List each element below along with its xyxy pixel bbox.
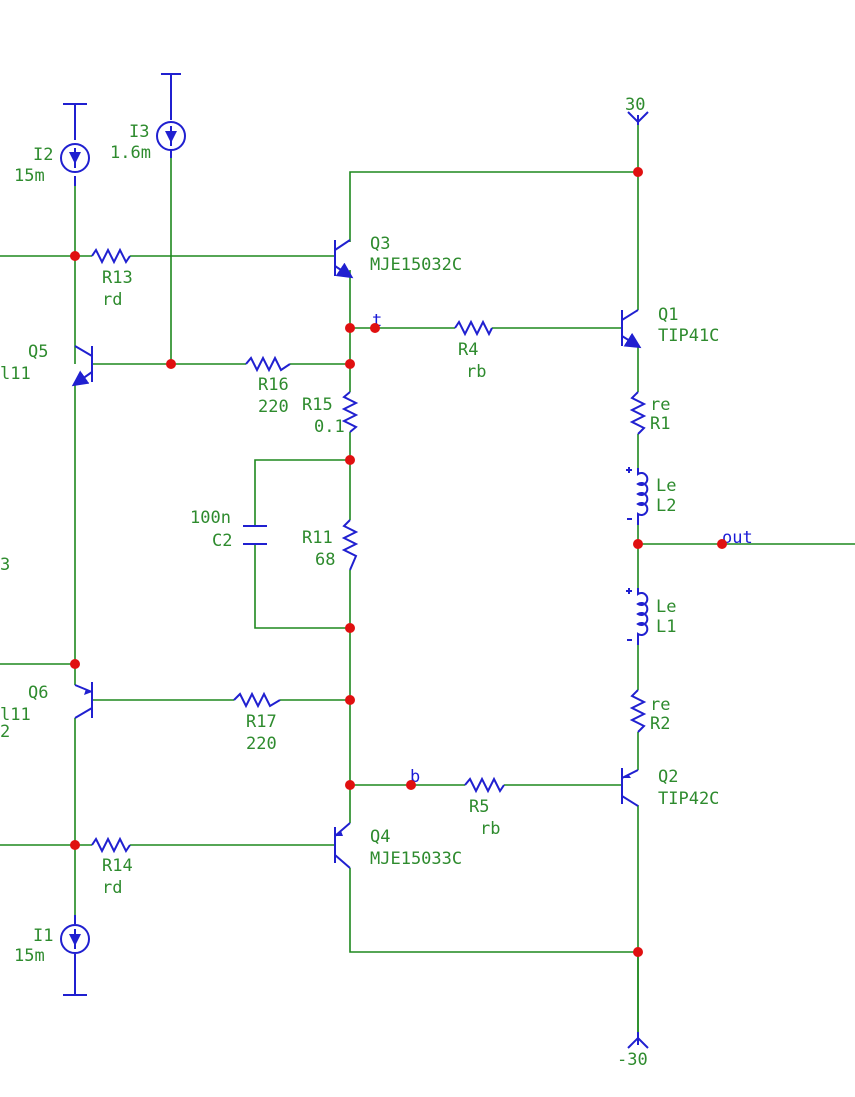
i1-value: 15m [14, 946, 45, 966]
l2-ref: L2 [656, 496, 676, 516]
resistor-r16: R16 220 [245, 355, 291, 417]
node [633, 539, 643, 549]
q4-part: MJE15033C [370, 849, 462, 869]
net-label-b: b [410, 767, 420, 787]
node [633, 947, 643, 957]
q6-ref: Q6 [28, 683, 48, 703]
net-label-out: out [722, 528, 753, 548]
resistor-r17: R17 220 [233, 691, 281, 754]
i2-value: 15m [14, 166, 45, 186]
q2-part: TIP42C [658, 789, 719, 809]
edge-fragment-2: 2 [0, 722, 10, 742]
q3-ref: Q3 [370, 234, 390, 254]
net-label-t: t [372, 311, 382, 331]
r5-ref: R5 [469, 797, 489, 817]
q5-part: l11 [0, 364, 31, 384]
node [370, 323, 380, 333]
l2-value: Le [656, 476, 676, 496]
r17-value: 220 [246, 734, 277, 754]
q5-ref: Q5 [28, 342, 48, 362]
r13-value: rd [102, 290, 122, 310]
q4-ref: Q4 [370, 827, 390, 847]
node [717, 539, 727, 549]
q2-ref: Q2 [658, 767, 678, 787]
junction-nodes [70, 167, 727, 957]
positive-rail-symbol: 30 [625, 95, 649, 125]
q3-part: MJE15032C [370, 255, 462, 275]
node [345, 780, 355, 790]
node [345, 623, 355, 633]
r14-ref: R14 [102, 856, 133, 876]
node [633, 167, 643, 177]
transistor-q2: Q2 TIP42C [621, 767, 719, 809]
resistor-r2: re R2 [629, 689, 670, 734]
node [70, 251, 80, 261]
transistor-q6: Q6 l11 [0, 682, 93, 725]
inductor-l2: Le L2 [626, 467, 676, 525]
resistor-r11: R11 68 [302, 519, 359, 571]
transistor-q5: Q5 l11 [0, 342, 93, 384]
node [406, 780, 416, 790]
current-source-i3: I3 1.6m [110, 73, 186, 163]
r1-value: re [650, 395, 670, 415]
resistor-r13: R13 rd [91, 247, 133, 310]
resistor-r14: R14 rd [91, 836, 133, 898]
r17-ref: R17 [246, 712, 277, 732]
negative-rail-label: -30 [617, 1050, 648, 1070]
c2-ref: C2 [212, 531, 232, 551]
q1-ref: Q1 [658, 305, 678, 325]
node [70, 840, 80, 850]
resistor-r15: R15 0.1 [302, 391, 359, 437]
node [345, 455, 355, 465]
current-source-i2: I2 15m [14, 103, 90, 186]
r4-ref: R4 [458, 340, 478, 360]
r11-value: 68 [315, 550, 335, 570]
l1-value: Le [656, 597, 676, 617]
node [345, 359, 355, 369]
node [345, 695, 355, 705]
r5-value: rb [480, 819, 500, 839]
positive-rail-label: 30 [625, 95, 645, 115]
resistor-r1: re R1 [629, 391, 670, 435]
r11-ref: R11 [302, 528, 333, 548]
edge-fragment-3: 3 [0, 555, 10, 575]
r15-value: 0.1 [314, 417, 345, 437]
transistor-q3: Q3 MJE15032C [334, 234, 462, 276]
r4-value: rb [466, 362, 486, 382]
node [345, 323, 355, 333]
r15-ref: R15 [302, 395, 333, 415]
q1-part: TIP41C [658, 326, 719, 346]
i2-ref: I2 [33, 145, 53, 165]
capacitor-c2: 100n C2 [190, 508, 267, 551]
q6-part: l11 [0, 705, 31, 725]
c2-value: 100n [190, 508, 231, 528]
r14-value: rd [102, 878, 122, 898]
transistor-q4: Q4 MJE15033C [334, 822, 462, 869]
negative-rail-symbol: -30 [617, 1032, 649, 1070]
node [70, 659, 80, 669]
i3-value: 1.6m [110, 143, 151, 163]
i1-ref: I1 [33, 926, 53, 946]
r1-ref: R1 [650, 414, 670, 434]
transistor-q1: Q1 TIP41C [621, 305, 719, 346]
l1-ref: L1 [656, 617, 676, 637]
r16-value: 220 [258, 397, 289, 417]
r16-ref: R16 [258, 375, 289, 395]
i3-ref: I3 [129, 122, 149, 142]
r13-ref: R13 [102, 268, 133, 288]
node [166, 359, 176, 369]
resistor-r5: R5 rb [464, 776, 505, 839]
r2-value: re [650, 695, 670, 715]
inductor-l1: Le L1 [626, 588, 676, 645]
resistor-r4: R4 rb [454, 319, 493, 382]
current-source-i1: I1 15m [14, 915, 90, 996]
r2-ref: R2 [650, 714, 670, 734]
